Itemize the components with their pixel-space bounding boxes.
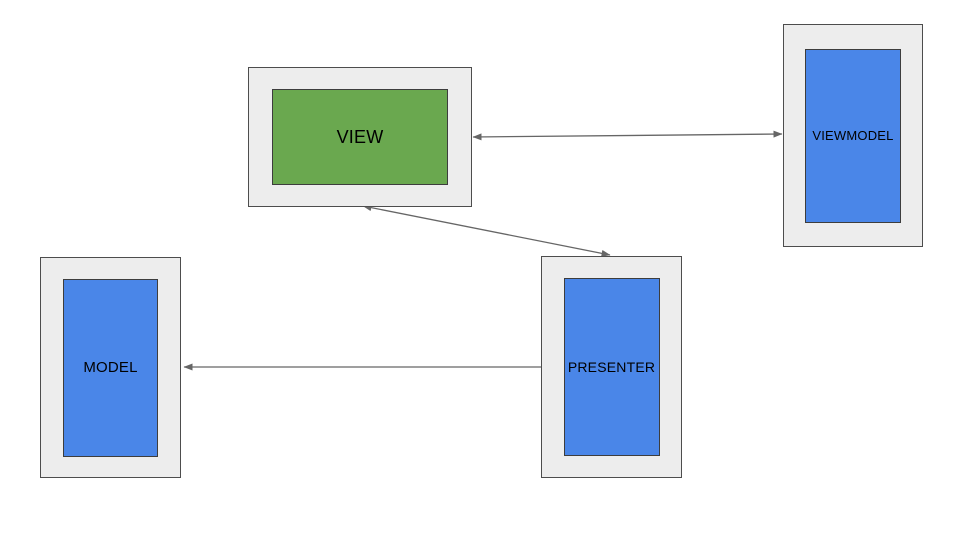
- node-model-label: MODEL: [83, 359, 138, 376]
- node-model: MODEL: [63, 278, 158, 457]
- node-viewmodel: VIEWMODEL: [805, 48, 901, 223]
- node-presenter-container: PRESENTER: [541, 256, 682, 478]
- node-view: VIEW: [272, 89, 448, 185]
- node-model-container: MODEL: [40, 257, 181, 478]
- node-viewmodel-container: VIEWMODEL: [783, 24, 923, 247]
- edge-view-presenter: [362, 204, 611, 257]
- node-viewmodel-label: VIEWMODEL: [812, 128, 894, 143]
- node-view-container: VIEW: [248, 67, 472, 207]
- node-presenter-label: PRESENTER: [567, 359, 656, 375]
- node-view-label: VIEW: [336, 126, 384, 147]
- edge-view-viewmodel: [472, 130, 783, 141]
- node-presenter: PRESENTER: [563, 278, 660, 456]
